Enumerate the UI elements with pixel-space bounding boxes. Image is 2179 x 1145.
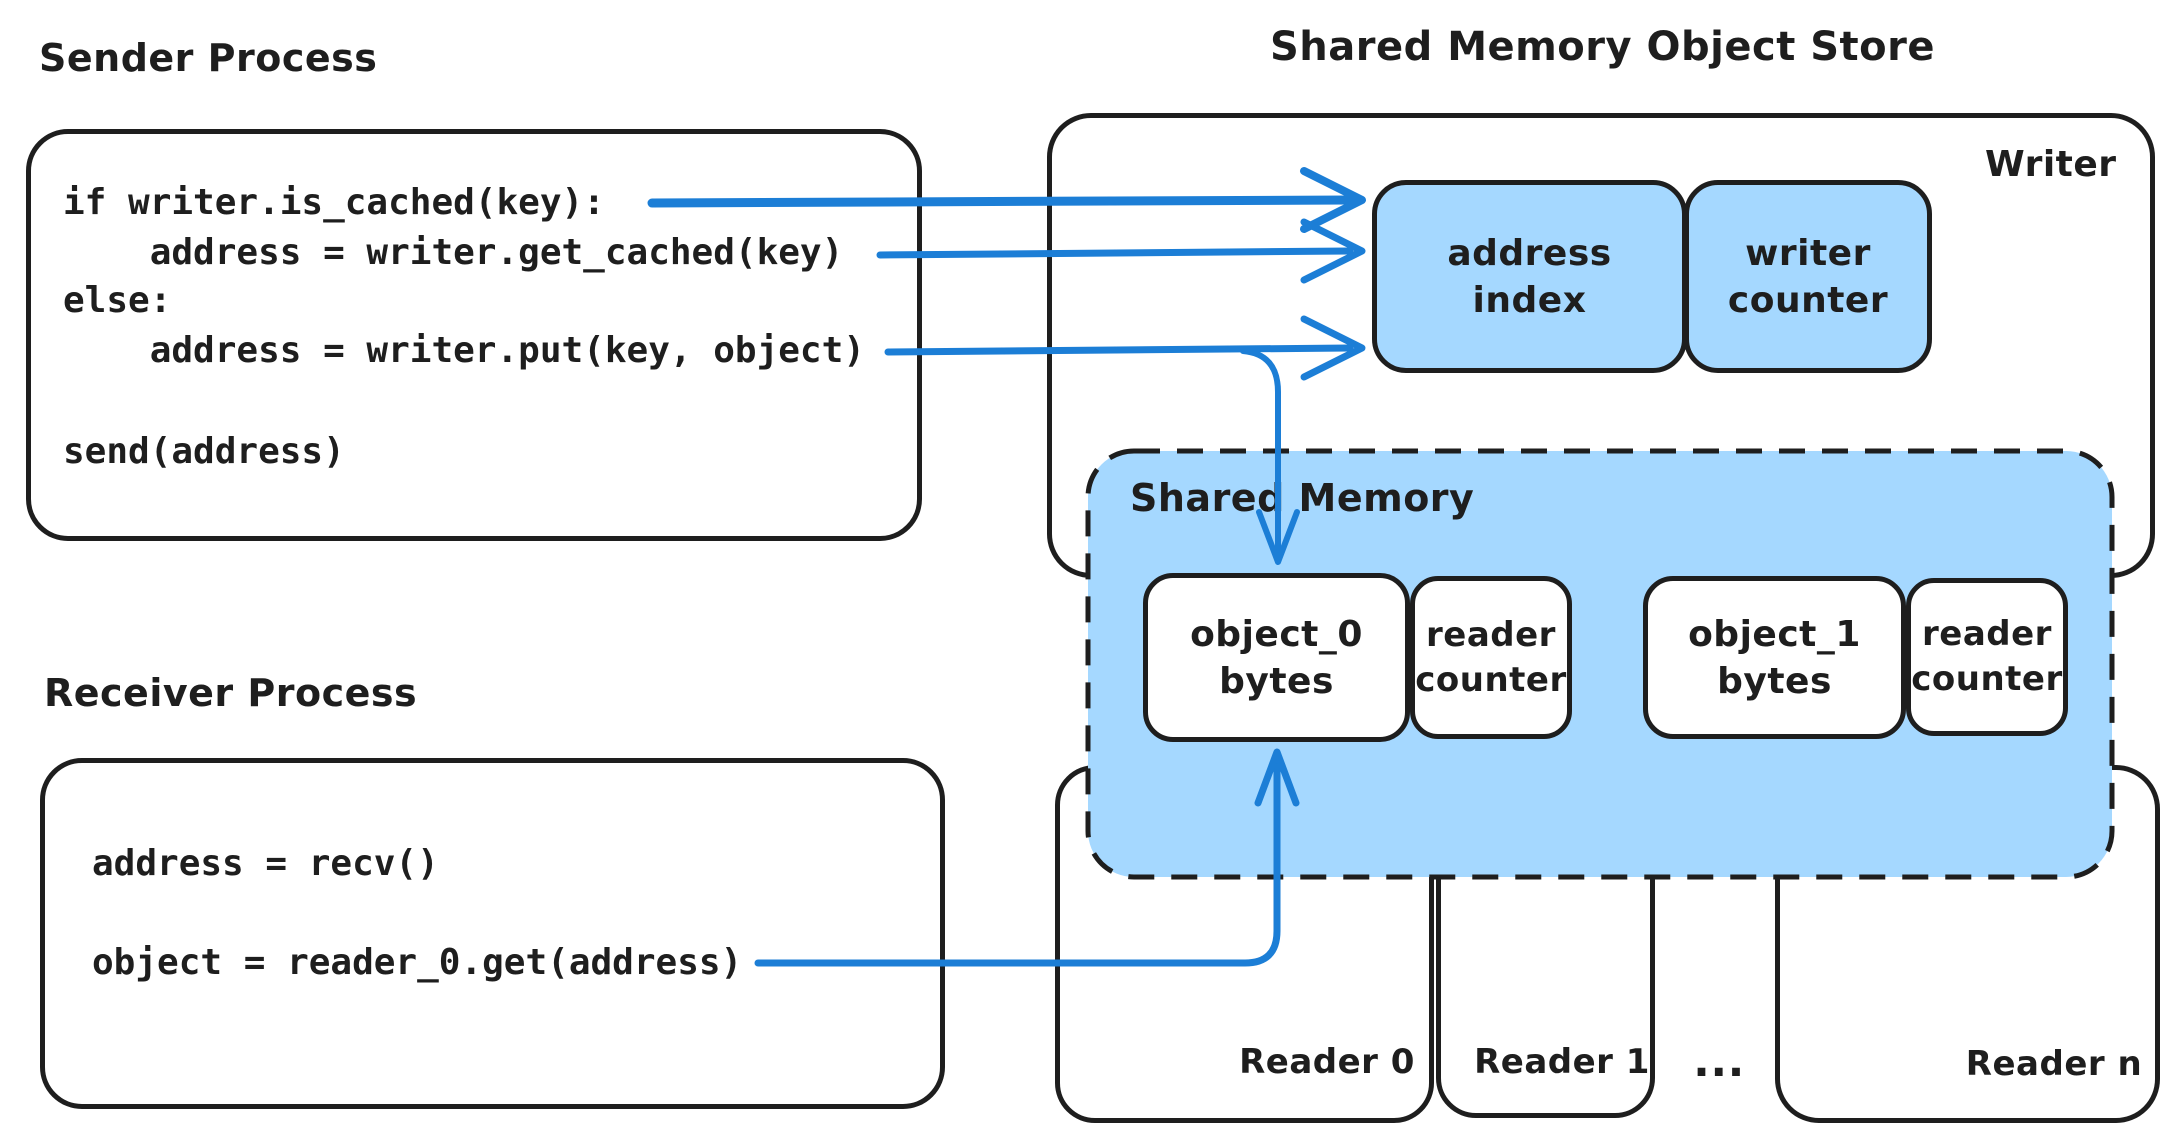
receiver-process-box — [40, 758, 945, 1109]
writer-counter-label: writer counter — [1727, 232, 1889, 321]
sender-code-line-1: if writer.is_cached(key): — [63, 182, 605, 223]
receiver-code-line-1: address = recv() — [92, 843, 439, 884]
writer-counter-box: writer counter — [1684, 180, 1932, 373]
reader-n-label: Reader n — [1965, 1044, 2143, 1084]
store-title: Shared Memory Object Store — [1270, 24, 1936, 70]
shared-memory-box — [1085, 448, 2115, 880]
object-1-box: object_1 bytes — [1643, 576, 1906, 739]
shared-memory-label: Shared Memory — [1130, 476, 1475, 520]
reader-counter-1-label: reader counter — [1911, 614, 2063, 699]
reader-counter-1-box: reader counter — [1906, 578, 2068, 736]
object-0-label: object_0 bytes — [1190, 613, 1363, 702]
sender-code-line-2: address = writer.get_cached(key) — [63, 232, 844, 273]
receiver-code-line-2: object = reader_0.get(address) — [92, 942, 743, 983]
sender-code-line-5: send(address) — [63, 431, 345, 472]
reader-0-label: Reader 0 — [1239, 1042, 1415, 1082]
reader-counter-0-label: reader counter — [1415, 614, 1567, 700]
readers-ellipsis: ... — [1693, 1036, 1745, 1087]
receiver-process-title: Receiver Process — [44, 671, 418, 715]
sender-process-title: Sender Process — [39, 36, 378, 80]
object-0-box: object_0 bytes — [1143, 573, 1410, 742]
address-index-box: address index — [1372, 180, 1687, 373]
reader-counter-0-box: reader counter — [1410, 576, 1572, 739]
address-index-label: address index — [1447, 232, 1612, 321]
sender-code-line-3: else: — [63, 280, 172, 321]
reader-1-label: Reader 1 — [1474, 1042, 1650, 1082]
writer-label: Writer — [1985, 144, 2117, 185]
object-1-label: object_1 bytes — [1688, 613, 1861, 702]
sender-code-line-4: address = writer.put(key, object) — [63, 330, 865, 371]
